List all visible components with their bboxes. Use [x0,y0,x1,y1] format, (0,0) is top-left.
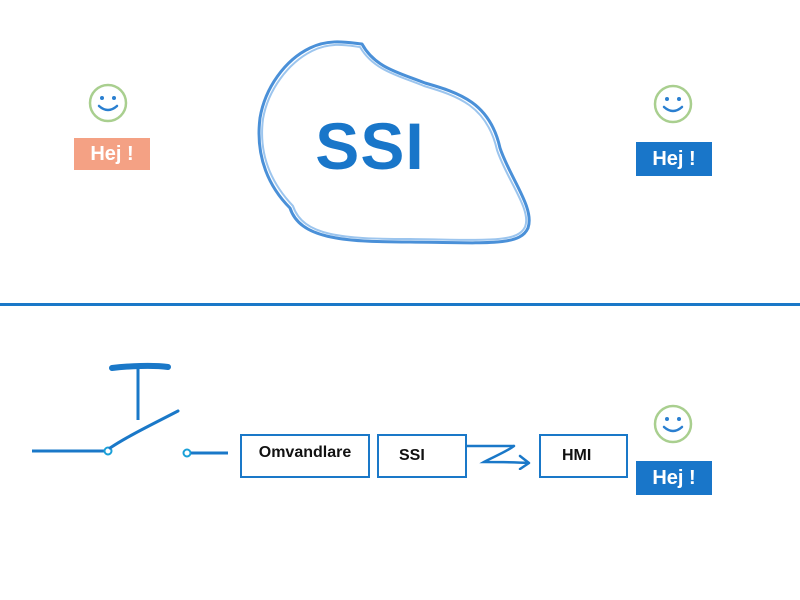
greeting-badge-left: Hej ! [74,138,150,170]
ssi-cloud-outline [257,40,531,245]
greeting-badge-right-bottom: Hej ! [636,461,712,495]
arrow-icon [466,444,531,470]
ssi-box: SSI [377,434,467,478]
cloud-title: SSI [315,109,425,183]
greeting-badge-right-top: Hej ! [636,142,712,176]
switch-icon [32,362,228,458]
smiley-icon-right-bottom [653,404,693,444]
section-divider [0,303,800,306]
smiley-icon-right-top [653,84,693,124]
converter-label: Omvandlare [258,444,352,461]
hmi-label: HMI [562,447,592,464]
smiley-icon-left [88,83,128,123]
converter-box: Omvandlare [240,434,370,478]
ssi-label: SSI [399,447,425,464]
hmi-box: HMI [539,434,628,478]
